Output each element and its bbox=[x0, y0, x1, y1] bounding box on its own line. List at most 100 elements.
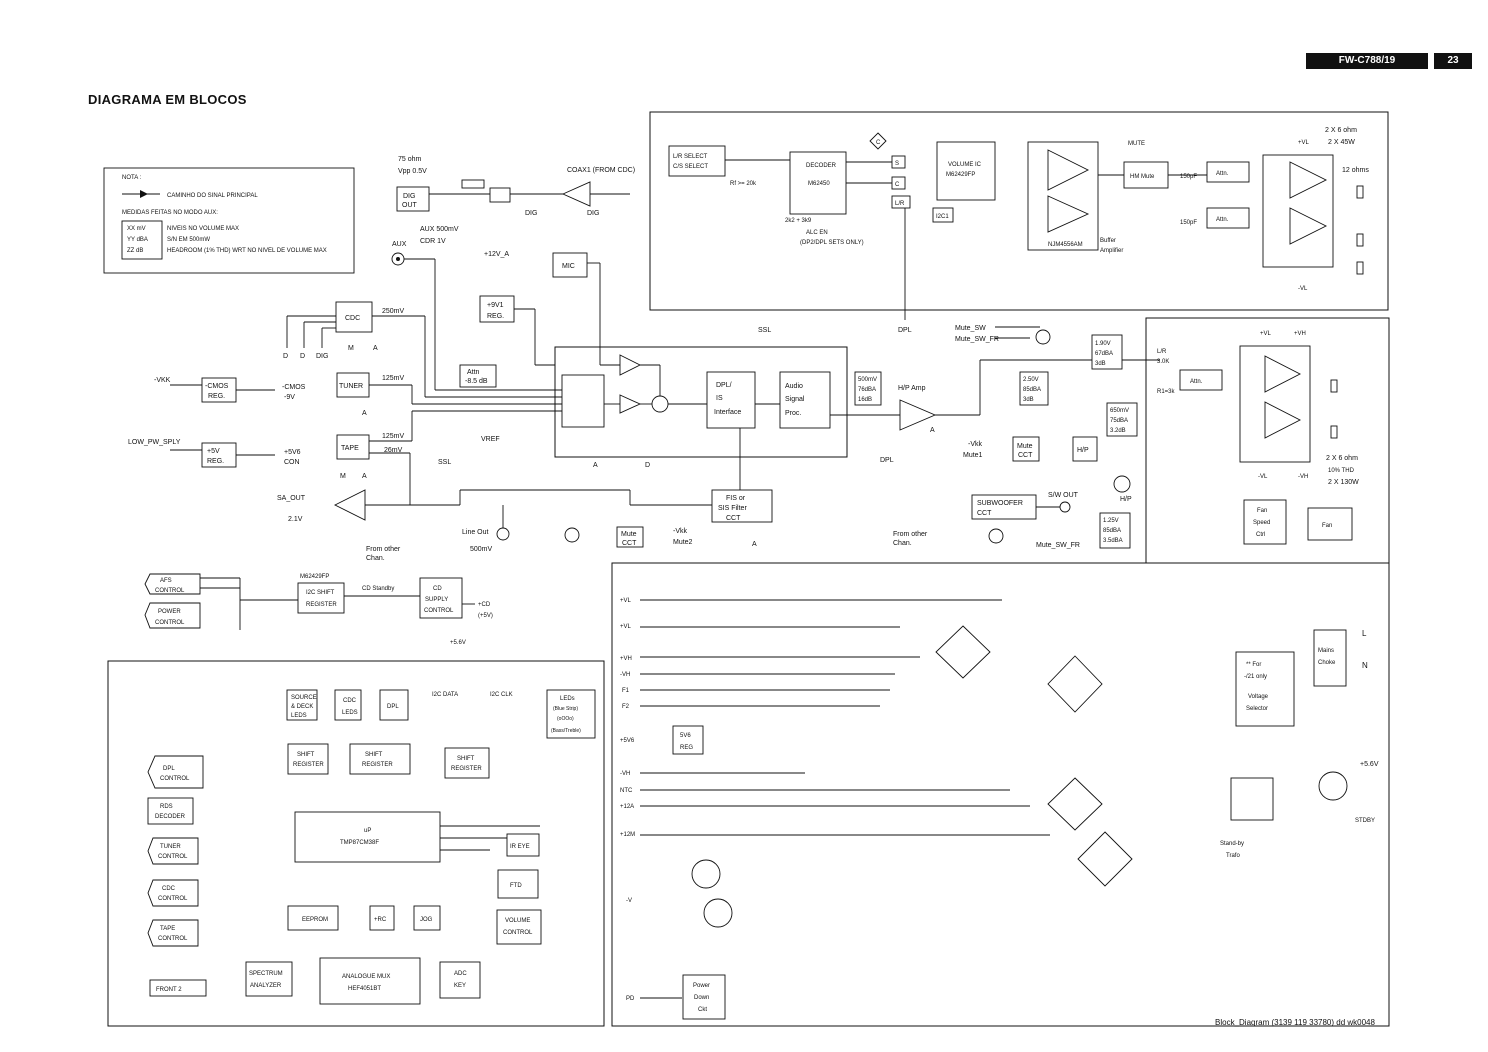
svg-text:-Vkk: -Vkk bbox=[673, 528, 688, 535]
svg-text:I2C1: I2C1 bbox=[936, 214, 949, 220]
svg-text:Fan: Fan bbox=[1257, 508, 1267, 514]
line-out-section: SA_OUT 2.1V From other Chan. FIS or SIS … bbox=[277, 428, 773, 562]
svg-text:250mV: 250mV bbox=[382, 308, 405, 315]
svg-text:AUX: AUX bbox=[392, 241, 407, 248]
aux-input: AUX 500mV CDR 1V AUX bbox=[391, 226, 570, 391]
svg-text:EEPROM: EEPROM bbox=[302, 917, 328, 923]
svg-text:125mV: 125mV bbox=[382, 433, 405, 440]
svg-text:DIG: DIG bbox=[403, 193, 415, 200]
svg-text:500mV: 500mV bbox=[858, 377, 877, 383]
svg-text:-8.5 dB: -8.5 dB bbox=[465, 378, 488, 385]
svg-text:A: A bbox=[593, 462, 598, 469]
svg-text:TUNER: TUNER bbox=[160, 844, 181, 850]
svg-text:CONTROL: CONTROL bbox=[424, 608, 454, 614]
svg-text:-CMOS: -CMOS bbox=[282, 384, 306, 391]
svg-text:D: D bbox=[283, 353, 288, 360]
svg-text:L/R: L/R bbox=[1157, 349, 1167, 355]
svg-text:ADC: ADC bbox=[454, 971, 467, 977]
power-supply-frame bbox=[611, 562, 1390, 1027]
level-callout-e: 1.25V 85dBA 3.5dBA bbox=[1099, 512, 1131, 549]
svg-text:DIG: DIG bbox=[525, 210, 537, 217]
svg-text:2 X 45W: 2 X 45W bbox=[1328, 139, 1355, 146]
svg-text:16dB: 16dB bbox=[858, 397, 872, 403]
svg-text:M62429FP: M62429FP bbox=[946, 172, 975, 178]
svg-text:REG.: REG. bbox=[207, 458, 224, 465]
svg-text:AUX 500mV: AUX 500mV bbox=[420, 226, 459, 233]
svg-text:REG: REG bbox=[680, 745, 693, 751]
svg-text:A: A bbox=[373, 345, 378, 352]
level-callout-a: 500mV 76dBA 16dB bbox=[854, 371, 882, 406]
svg-text:-VH: -VH bbox=[620, 672, 630, 678]
svg-text:Stand-by: Stand-by bbox=[1220, 841, 1244, 847]
svg-text:26mV: 26mV bbox=[384, 447, 403, 454]
page-title: DIAGRAMA EM BLOCOS bbox=[88, 92, 247, 107]
svg-text:12 ohms: 12 ohms bbox=[1342, 167, 1369, 174]
svg-text:Chan.: Chan. bbox=[366, 555, 385, 562]
svg-text:uP: uP bbox=[364, 828, 371, 834]
svg-text:3dB: 3dB bbox=[1023, 397, 1034, 403]
svg-text:SSL: SSL bbox=[758, 327, 771, 334]
svg-text:+5.6V: +5.6V bbox=[450, 640, 466, 646]
svg-text:H/P: H/P bbox=[1077, 447, 1089, 454]
svg-text:-VH: -VH bbox=[1298, 474, 1308, 480]
audio-processor: DPL/ IS Interface Audio Signal Proc. VRE… bbox=[481, 346, 900, 469]
svg-text:2 X 6 ohm: 2 X 6 ohm bbox=[1326, 455, 1358, 462]
svg-text:Ckt: Ckt bbox=[698, 1007, 707, 1013]
svg-text:NIVEIS NO VOLUME MAX: NIVEIS NO VOLUME MAX bbox=[167, 226, 239, 232]
svg-text:85dBA: 85dBA bbox=[1023, 387, 1041, 393]
svg-text:REGISTER: REGISTER bbox=[362, 762, 393, 768]
svg-text:SHIFT: SHIFT bbox=[365, 752, 383, 758]
svg-text:2k2 + 3k9: 2k2 + 3k9 bbox=[785, 218, 812, 224]
svg-text:+RC: +RC bbox=[374, 917, 387, 923]
svg-text:KEY: KEY bbox=[454, 983, 466, 989]
svg-text:500mV: 500mV bbox=[470, 546, 493, 553]
svg-text:CD Standby: CD Standby bbox=[362, 586, 394, 592]
svg-text:CDC: CDC bbox=[345, 315, 360, 322]
svg-text:CDR 1V: CDR 1V bbox=[420, 238, 446, 245]
svg-text:VREF: VREF bbox=[481, 436, 500, 443]
svg-text:A: A bbox=[930, 427, 935, 434]
svg-text:C/S SELECT: C/S SELECT bbox=[673, 164, 708, 170]
cd-supply-section: M62429FP I2C SHIFT REGISTER CD Standby C… bbox=[144, 573, 493, 646]
level-callout-c: 1.90V 67dBA 3dB bbox=[1091, 334, 1123, 370]
svg-text:+VH: +VH bbox=[1294, 331, 1306, 337]
output-section: Mute_SW Mute_SW_FR Mute CCT -Vkk Mute1 H… bbox=[893, 325, 1132, 549]
svg-text:CCT: CCT bbox=[726, 515, 741, 522]
svg-text:REG.: REG. bbox=[487, 313, 504, 320]
svg-text:CCT: CCT bbox=[622, 540, 637, 547]
svg-text:650mV: 650mV bbox=[1110, 408, 1129, 414]
svg-text:H/P: H/P bbox=[1120, 496, 1132, 503]
svg-text:TUNER: TUNER bbox=[339, 383, 363, 390]
svg-text:3.5dBA: 3.5dBA bbox=[1103, 538, 1123, 544]
svg-text:NJM4556AM: NJM4556AM bbox=[1048, 242, 1083, 248]
svg-text:REGISTER: REGISTER bbox=[451, 766, 482, 772]
svg-text:RDS: RDS bbox=[160, 804, 173, 810]
svg-text:DPL: DPL bbox=[880, 457, 894, 464]
svg-text:LEDs: LEDs bbox=[560, 696, 575, 702]
svg-text:5V6: 5V6 bbox=[680, 733, 691, 739]
level-callout-d: 650mV 75dBA 3.2dB bbox=[1106, 402, 1138, 437]
svg-text:I2C DATA: I2C DATA bbox=[432, 692, 458, 698]
svg-text:JOG: JOG bbox=[420, 917, 433, 923]
svg-text:R1=3k: R1=3k bbox=[1157, 389, 1176, 395]
svg-text:CDC: CDC bbox=[162, 886, 176, 892]
svg-text:-VL: -VL bbox=[1258, 474, 1268, 480]
svg-text:M: M bbox=[348, 345, 354, 352]
svg-text:DECODER: DECODER bbox=[806, 163, 837, 169]
svg-text:+5V6: +5V6 bbox=[284, 449, 301, 456]
svg-text:Signal: Signal bbox=[785, 396, 805, 403]
svg-text:DPL/: DPL/ bbox=[716, 382, 732, 389]
svg-text:SUBWOOFER: SUBWOOFER bbox=[977, 500, 1023, 507]
svg-text:REGISTER: REGISTER bbox=[306, 602, 337, 608]
svg-text:CCT: CCT bbox=[1018, 452, 1033, 459]
svg-text:+9V1: +9V1 bbox=[487, 302, 504, 309]
svg-text:A: A bbox=[752, 541, 757, 548]
svg-text:AFS: AFS bbox=[160, 578, 172, 584]
svg-text:(Bass/Treble): (Bass/Treble) bbox=[551, 728, 581, 734]
svg-text:SSL: SSL bbox=[438, 459, 451, 466]
svg-text:Mute1: Mute1 bbox=[963, 452, 983, 459]
svg-text:Proc.: Proc. bbox=[785, 410, 801, 417]
svg-text:NTC: NTC bbox=[620, 788, 633, 794]
svg-text:DECODER: DECODER bbox=[155, 814, 186, 820]
svg-text:Mute_SW: Mute_SW bbox=[955, 325, 986, 332]
